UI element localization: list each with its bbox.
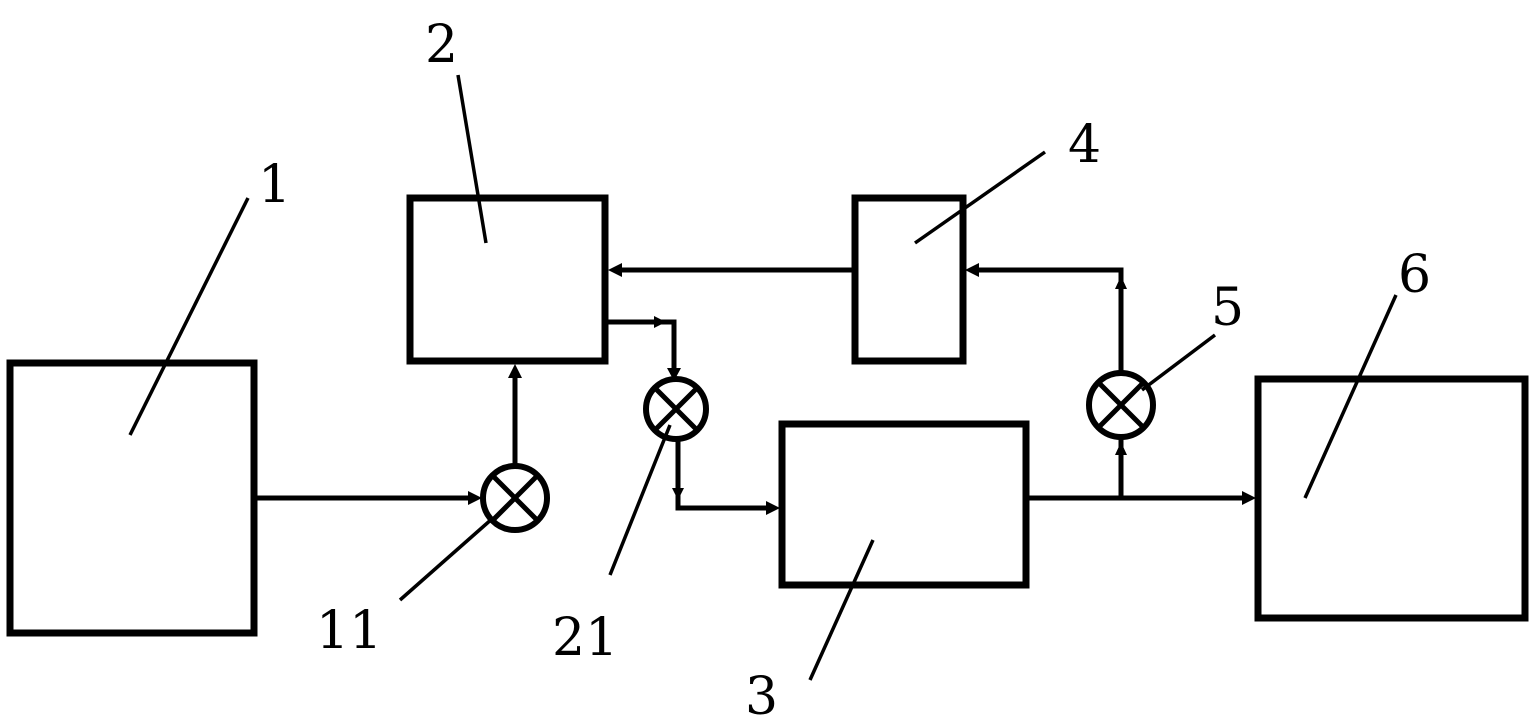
block-1 bbox=[6, 359, 258, 637]
label-block-1: 1 bbox=[258, 155, 291, 215]
valve-21 bbox=[643, 376, 709, 442]
arrow-into-block-3 bbox=[766, 501, 780, 515]
leader-block-4 bbox=[913, 150, 1047, 245]
label-valve-5: 5 bbox=[1211, 278, 1244, 338]
arrow-into-valve-5 bbox=[1115, 442, 1127, 455]
valve-21-cross-b bbox=[653, 386, 699, 432]
arrow-into-valve-21 bbox=[667, 368, 681, 381]
label-valve-21: 21 bbox=[552, 608, 618, 668]
leader-valve-5 bbox=[1140, 333, 1217, 392]
label-block-2: 2 bbox=[425, 15, 458, 75]
valve-11 bbox=[480, 463, 550, 533]
label-block-4: 4 bbox=[1068, 115, 1101, 175]
valve-5-cross-b bbox=[1096, 380, 1146, 430]
leader-block-6 bbox=[1303, 294, 1398, 499]
leader-valve-21 bbox=[608, 424, 672, 576]
arrow-down-from-valve-21 bbox=[672, 488, 684, 500]
arrow-into-block-6 bbox=[1242, 491, 1256, 505]
valve-11-cross-b bbox=[490, 473, 540, 523]
leader-block-1 bbox=[128, 197, 250, 436]
valve-5 bbox=[1086, 370, 1156, 440]
leader-block-2 bbox=[456, 74, 488, 244]
block-3 bbox=[778, 420, 1030, 589]
arrow-right-from-block-2 bbox=[654, 316, 666, 328]
line-block-2-to-valve-21 bbox=[605, 319, 677, 372]
block-2 bbox=[406, 194, 609, 365]
label-block-3: 3 bbox=[745, 667, 778, 721]
arrow-into-block-4 bbox=[965, 263, 979, 277]
leader-valve-11 bbox=[398, 516, 495, 602]
arrow-into-block-2-bottom bbox=[508, 364, 522, 378]
line-valve-21-to-block-3 bbox=[675, 436, 768, 511]
label-valve-11: 11 bbox=[316, 601, 382, 661]
block-6 bbox=[1254, 375, 1529, 622]
arrow-up-from-valve-5 bbox=[1115, 276, 1127, 289]
leader-block-3 bbox=[808, 539, 875, 681]
arrow-into-block-2-right bbox=[608, 263, 622, 277]
line-valve-5-to-block-4 bbox=[975, 267, 1124, 372]
arrow-into-valve-11 bbox=[468, 491, 482, 505]
label-block-6: 6 bbox=[1398, 245, 1431, 305]
block-4 bbox=[851, 194, 967, 365]
